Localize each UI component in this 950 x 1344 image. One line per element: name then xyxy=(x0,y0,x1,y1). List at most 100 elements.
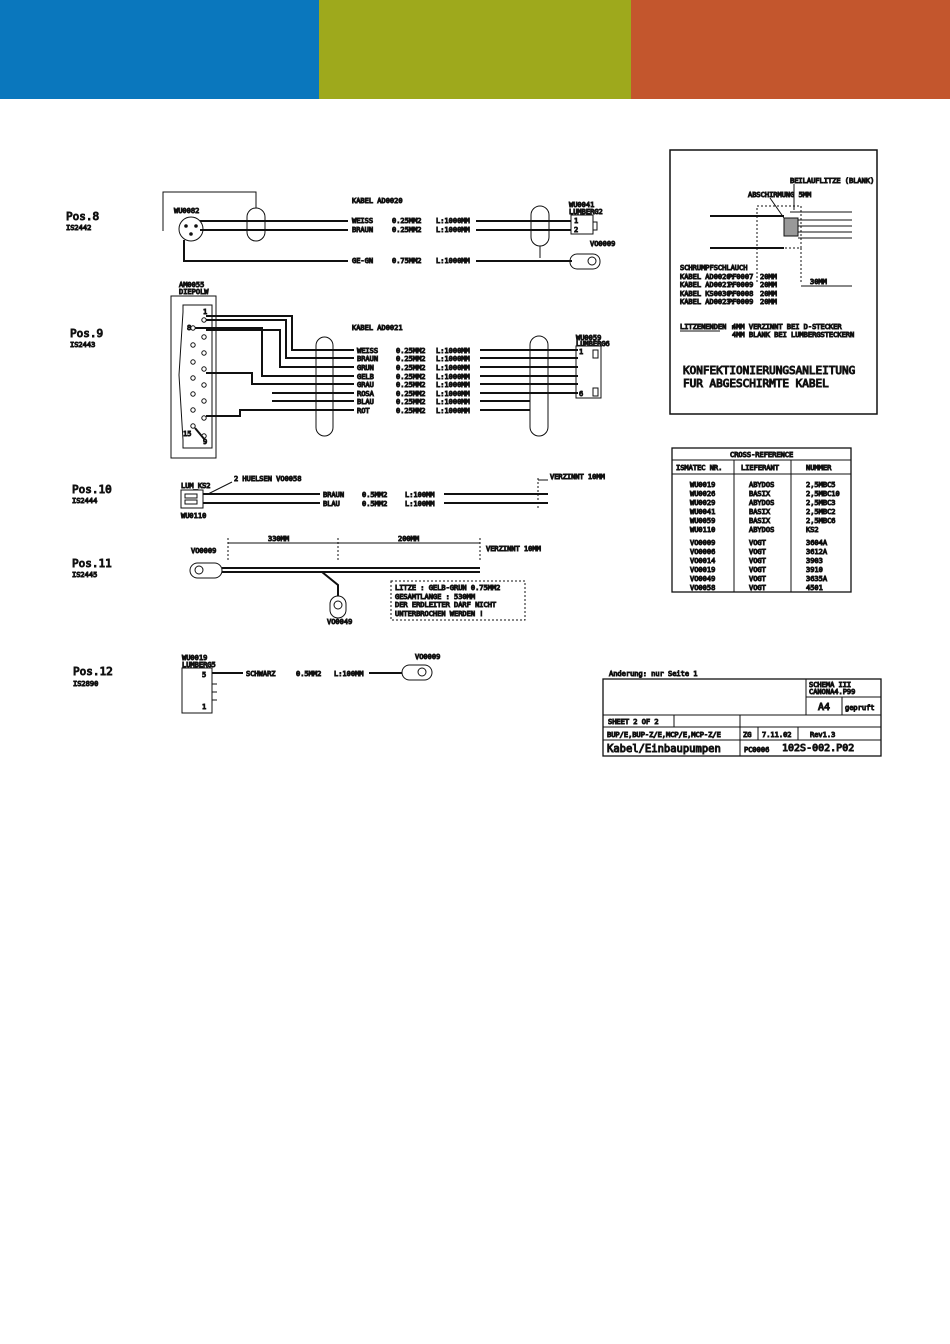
pos10-note: 2 HUELSEN VO0058 xyxy=(234,475,301,483)
pos8-title: Pos.8 xyxy=(66,210,99,223)
pos8-wire-color: WEISS xyxy=(352,217,373,225)
drawing-title: Kabel/Einbaupumpen xyxy=(607,743,721,755)
pos8-wire-color: GE-GN xyxy=(352,257,373,265)
svg-text:PC0006: PC0006 xyxy=(744,746,769,754)
pos11-title: Pos.11 xyxy=(72,557,112,570)
pos9-cable-label: KABEL AD0021 xyxy=(352,324,403,332)
svg-text:VOGT: VOGT xyxy=(749,557,767,565)
instruction-dim: 30MM xyxy=(810,278,827,286)
pos11-note-box xyxy=(390,580,526,621)
svg-text:0.5MM2: 0.5MM2 xyxy=(362,500,387,508)
svg-text:gepruft: gepruft xyxy=(845,704,875,712)
pos12-title: Pos.12 xyxy=(73,665,113,678)
pos9-lumberg-connector xyxy=(575,345,602,399)
pos8-wire-color: BRAUN xyxy=(352,226,373,234)
svg-text:2,5MBC10: 2,5MBC10 xyxy=(806,490,840,498)
pos12-lumberg-connector xyxy=(181,667,213,714)
svg-text:L:1000MM: L:1000MM xyxy=(436,355,470,363)
change-note: Anderung: nur Seite 1 xyxy=(609,670,698,678)
svg-text:3910: 3910 xyxy=(806,566,823,574)
pos10-section: Pos.10 IS2444 LUM_KS2 WU0110 2 HUELSEN V… xyxy=(72,473,606,521)
pos9-code: IS2443 xyxy=(70,341,95,349)
pos11-code: IS2445 xyxy=(72,571,97,579)
header-bar-rust xyxy=(631,0,950,99)
svg-text:LITZENENDEN :: LITZENENDEN : xyxy=(680,323,735,331)
cross-reference-table: CROSS-REFERENCE ISMATEC NR. LIEFERANT NU… xyxy=(671,447,852,593)
instruction-panel: BEILAUFLITZE (BLANK) ABSCHIRMUNG 5MM SCH… xyxy=(669,149,878,415)
pos11-ring-left-label: VO0009 xyxy=(191,547,216,555)
svg-text:KABEL KS0030:: KABEL KS0030: xyxy=(680,290,735,298)
pos10-wire-color: BRAUN xyxy=(323,491,344,499)
svg-text:2,5MBC6: 2,5MBC6 xyxy=(806,517,836,525)
pos9-wire-color: BLAU xyxy=(357,398,374,406)
pos10-code: IS2444 xyxy=(72,497,97,505)
svg-text:L:100MM: L:100MM xyxy=(405,491,435,499)
svg-text:LUMBERG2: LUMBERG2 xyxy=(569,208,603,216)
pos9-wire-color: GRAU xyxy=(357,381,374,389)
svg-text:SCHEMA III: SCHEMA III xyxy=(809,681,851,689)
svg-text:3635A: 3635A xyxy=(806,575,828,583)
instruction-title-2: FUR ABGESCHIRMTE KABEL xyxy=(683,377,829,390)
svg-text:0.25MM2: 0.25MM2 xyxy=(392,226,422,234)
svg-text:BUP/E,BUP-Z/E,MCP/E,MCP-Z/E: BUP/E,BUP-Z/E,MCP/E,MCP-Z/E xyxy=(607,731,721,739)
svg-text:8: 8 xyxy=(187,324,191,332)
svg-text:PF0009: PF0009 xyxy=(728,281,753,289)
xref-cell: VO0058 xyxy=(690,584,715,592)
header-bar-olive xyxy=(319,0,631,99)
pos12-code: IS2890 xyxy=(73,680,98,688)
svg-text:9: 9 xyxy=(203,438,207,446)
svg-text:L:100MM: L:100MM xyxy=(334,670,364,678)
svg-text:LUM_KS2: LUM_KS2 xyxy=(181,482,211,490)
svg-text:0.25MM2: 0.25MM2 xyxy=(396,398,426,406)
instruction-wire-label: BEILAUFLITZE (BLANK) xyxy=(790,177,874,185)
svg-text:AM0055: AM0055 xyxy=(179,281,204,289)
pos11-ring-bottom xyxy=(329,595,347,619)
pos12-ring-terminal xyxy=(401,664,433,681)
pos12-ring-label: VO0009 xyxy=(415,653,440,661)
pos10-wire-color: BLAU xyxy=(323,500,340,508)
svg-text:BASIX: BASIX xyxy=(749,490,771,498)
svg-text:UNTERBROCHEN WERDEN !: UNTERBROCHEN WERDEN ! xyxy=(395,610,484,618)
pos10-tin-label: VERZINNT 10MM xyxy=(550,473,605,481)
pos11-dim-1: 330MM xyxy=(268,535,289,543)
svg-text:0.25MM2: 0.25MM2 xyxy=(392,217,422,225)
svg-text:20MM: 20MM xyxy=(760,298,777,306)
pos10-title: Pos.10 xyxy=(72,483,112,496)
svg-text:0.25MM2: 0.25MM2 xyxy=(396,390,426,398)
pos10-ks2-connector xyxy=(180,489,204,509)
svg-text:BASIX: BASIX xyxy=(749,517,771,525)
xref-cell: WU0029 xyxy=(690,499,715,507)
instruction-tube-label: SCHRUMPFSCHLAUCH xyxy=(680,264,747,272)
svg-text:15: 15 xyxy=(183,430,191,438)
pos9-wire-color: BRAUN xyxy=(357,355,378,363)
svg-text:GESAMTLANGE : 530MM: GESAMTLANGE : 530MM xyxy=(395,593,475,601)
svg-text:SHEET 2 OF 2: SHEET 2 OF 2 xyxy=(608,718,659,726)
svg-text:KS2: KS2 xyxy=(806,526,819,534)
svg-text:2,5MBC3: 2,5MBC3 xyxy=(806,499,836,507)
svg-text:L:1000MM: L:1000MM xyxy=(436,257,470,265)
xref-cell: VO0014 xyxy=(690,557,715,565)
pos9-sleeve-right xyxy=(529,335,549,437)
pos8-sleeve-right xyxy=(530,205,550,247)
instruction-shield-label: ABSCHIRMUNG 5MM xyxy=(748,191,811,199)
svg-text:KABEL AD0020:: KABEL AD0020: xyxy=(680,273,735,281)
pos9-wire-color: ROT xyxy=(357,407,370,415)
svg-text:3903: 3903 xyxy=(806,557,823,565)
svg-text:L:1000MM: L:1000MM xyxy=(436,226,470,234)
svg-text:L:1000MM: L:1000MM xyxy=(436,381,470,389)
xref-cell: WU0041 xyxy=(690,508,715,516)
svg-text:6: 6 xyxy=(579,390,583,398)
svg-text:0.25MM2: 0.25MM2 xyxy=(396,373,426,381)
svg-text:ZG: ZG xyxy=(743,731,751,739)
xref-title: CROSS-REFERENCE xyxy=(730,451,793,459)
pos9-wire-color: WEISS xyxy=(357,347,378,355)
svg-text:1: 1 xyxy=(202,703,206,711)
xref-cell: VO0049 xyxy=(690,575,715,583)
svg-text:CANONA4.P99: CANONA4.P99 xyxy=(809,688,855,696)
pos8-din-connector xyxy=(178,216,204,242)
svg-text:BASIX: BASIX xyxy=(749,508,771,516)
svg-text:20MM: 20MM xyxy=(760,273,777,281)
svg-text:L:1000MM: L:1000MM xyxy=(436,407,470,415)
instruction-title-1: KONFEKTIONIERUNGSANLEITUNG xyxy=(683,364,855,377)
pos9-section: Pos.9 IS2443 AM0055 DIEPOLW 1 8 15 9 KAB… xyxy=(70,281,610,459)
